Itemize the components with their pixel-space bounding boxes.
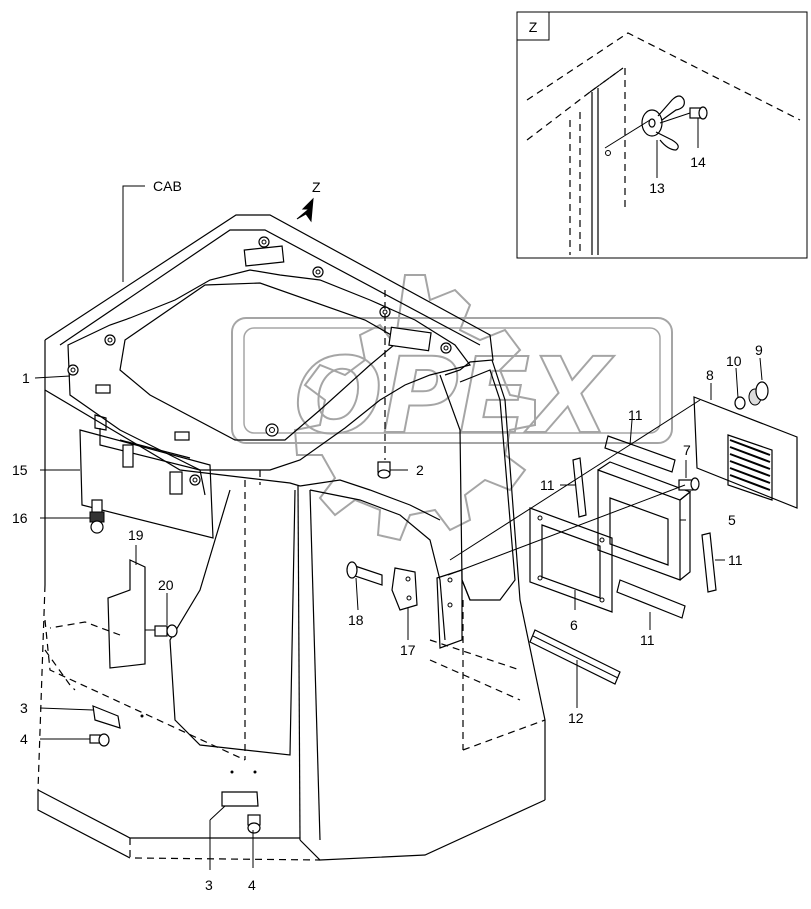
leader-lines	[34, 357, 763, 870]
opex-watermark: OPEX	[231, 274, 673, 542]
detail-letter-box	[516, 11, 550, 41]
callout-9: 9	[755, 342, 763, 358]
part-sun-visor	[79, 414, 214, 539]
screw-part	[659, 106, 708, 124]
detail-frame	[516, 11, 808, 259]
watermark-text: OPEX	[294, 335, 615, 457]
callout-8: 8	[706, 367, 714, 383]
callout-7: 7	[683, 442, 691, 458]
callout-11-c: 11	[728, 552, 743, 568]
callout-4-left: 4	[20, 731, 28, 747]
part-cover-plate	[107, 559, 178, 669]
cab-label: CAB	[153, 178, 182, 194]
knob-part	[604, 95, 685, 151]
callout-10: 10	[726, 353, 742, 369]
cab-leader: CAB	[122, 178, 182, 282]
callout-11-a: 11	[628, 407, 643, 423]
callout-14: 14	[690, 154, 706, 170]
callout-3-bottom: 3	[205, 877, 213, 893]
watermark-frame	[231, 317, 673, 444]
callout-6: 6	[570, 617, 578, 633]
callout-17: 17	[400, 642, 416, 658]
callout-13: 13	[649, 180, 665, 196]
callout-4-bottom: 4	[248, 877, 256, 893]
part-vent-assembly	[447, 381, 798, 685]
callouts: 1 2 3 4 3 4 5 6 7 8 9 10 11 11 11 11 12 …	[12, 342, 763, 893]
part-plate-bottom	[221, 770, 261, 834]
cab-body	[37, 214, 546, 861]
callout-3-left: 3	[20, 700, 28, 716]
callout-15: 15	[12, 462, 28, 478]
callout-1: 1	[22, 370, 30, 386]
part-plug	[377, 461, 391, 479]
callout-18: 18	[348, 612, 364, 628]
callout-11-b: 11	[540, 477, 555, 493]
view-arrow-letter: Z	[312, 179, 321, 195]
view-arrow-z: Z	[296, 179, 321, 223]
callout-16: 16	[12, 510, 28, 526]
callout-5: 5	[728, 512, 736, 528]
callout-12: 12	[568, 710, 584, 726]
callout-11-d: 11	[640, 632, 655, 648]
detail-view-z: Z 13 14	[516, 11, 808, 259]
detail-letter: Z	[529, 19, 538, 35]
view-arrow-icon	[296, 197, 314, 223]
watermark-gear	[293, 274, 536, 542]
callout-2: 2	[416, 462, 424, 478]
callout-19: 19	[128, 527, 144, 543]
callout-20: 20	[158, 577, 174, 593]
part-plate-left	[89, 705, 144, 747]
